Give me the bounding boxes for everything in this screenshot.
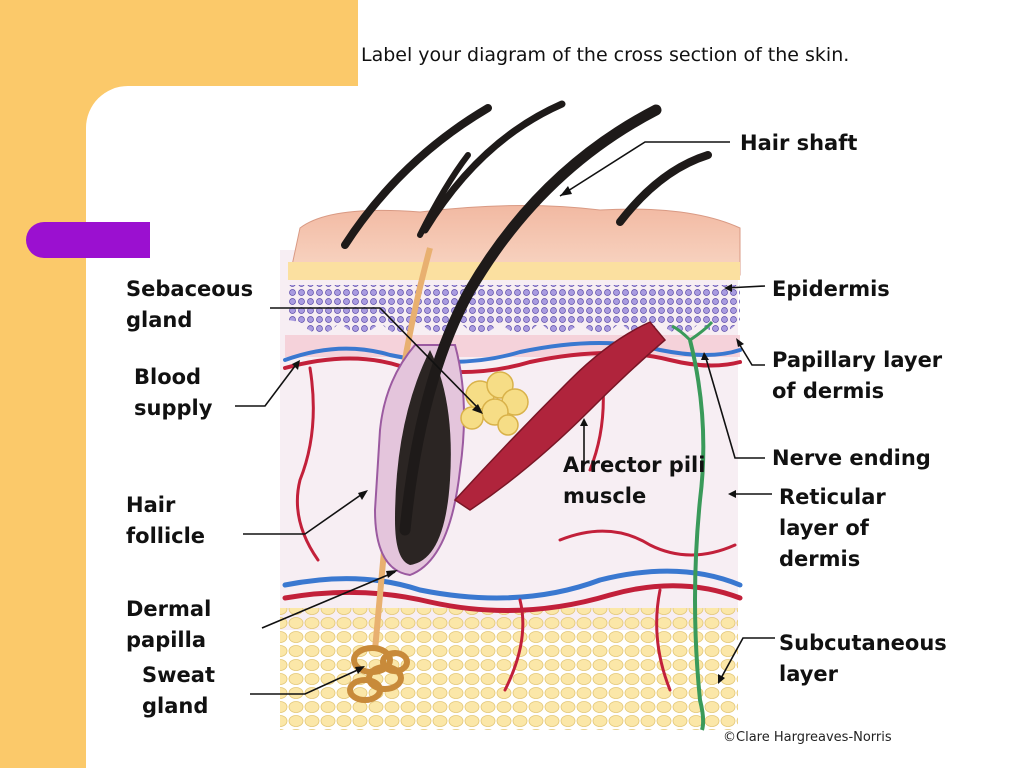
copyright-credit: ©Clare Hargreaves-Norris xyxy=(723,730,892,745)
arrector-pili-muscle xyxy=(453,321,667,511)
label-subcutaneous-line-1: Subcutaneous xyxy=(779,631,947,655)
label-sebaceous-line-1: Sebaceous xyxy=(126,277,254,301)
label-arrector-line-1: Arrector pili xyxy=(563,453,706,477)
label-blood-line-2: supply xyxy=(134,396,213,420)
label-blood-line-1: Blood xyxy=(134,365,202,389)
subcutaneous-fat xyxy=(280,608,738,730)
top-white-strip xyxy=(358,0,1024,86)
epidermis-band xyxy=(288,262,740,280)
label-subcutaneous-line-2: layer xyxy=(779,662,839,686)
label-sweat-line-2: gland xyxy=(142,694,209,718)
arrow-heads xyxy=(292,186,744,684)
label-sweat-line-1: Sweat xyxy=(142,663,215,687)
label-papillary-line-2: of dermis xyxy=(772,379,885,403)
hair-shafts xyxy=(341,100,712,536)
slide-title: Label your diagram of the cross section … xyxy=(361,44,850,66)
epidermis-dotted xyxy=(288,285,740,334)
label-arrector-line-2: muscle xyxy=(563,484,647,508)
label-reticular-line-2: layer of xyxy=(779,516,869,540)
label-reticular-line-1: Reticular xyxy=(779,485,886,509)
nerve-fiber xyxy=(688,339,706,731)
label-follicle-line-2: follicle xyxy=(126,524,206,548)
label-follicle-line-1: Hair xyxy=(126,493,176,517)
label-sebaceous-line-2: gland xyxy=(126,308,193,332)
label-reticular-line-3: dermis xyxy=(779,547,861,571)
accent-tab xyxy=(26,222,150,258)
label-nerve-ending: Nerve ending xyxy=(772,446,931,470)
label-epidermis: Epidermis xyxy=(772,277,890,301)
label-papillary-line-1: Papillary layer xyxy=(772,348,943,372)
blood-vessels xyxy=(282,341,743,692)
label-papilla-line-1: Dermal xyxy=(126,597,212,621)
sweat-gland-coil xyxy=(347,645,410,703)
label-hair-shaft: Hair shaft xyxy=(740,131,858,155)
leader-lines xyxy=(235,141,775,695)
nerve-ending xyxy=(671,320,714,342)
label-papilla-line-2: papilla xyxy=(126,628,207,652)
